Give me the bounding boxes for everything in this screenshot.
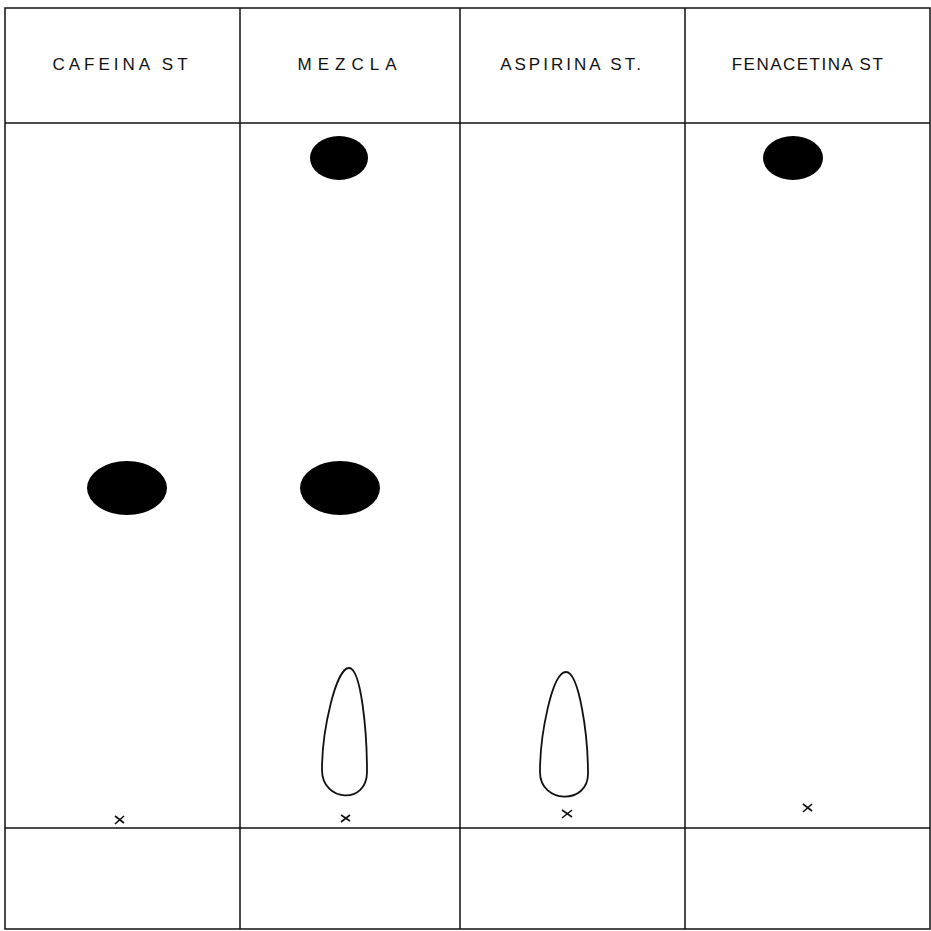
aspirin-streak	[322, 668, 367, 795]
column-header: FENACETINA ST	[732, 55, 885, 75]
spots	[87, 136, 823, 515]
column-header: ASPIRINA ST.	[500, 55, 644, 75]
origin-mark	[115, 816, 124, 824]
phenacetin-spot	[763, 136, 823, 180]
origin-mark	[803, 804, 812, 812]
caffeine-spot	[87, 461, 167, 515]
origin-mark	[341, 815, 350, 822]
column-header: MEZCLA	[298, 55, 403, 75]
column-header: CAFEINA ST	[52, 55, 191, 75]
origin-mark	[562, 810, 572, 818]
phenacetin-spot	[310, 136, 368, 180]
aspirin-streak	[540, 672, 588, 797]
plate-grid	[5, 8, 930, 929]
caffeine-spot	[300, 461, 380, 515]
origin-marks	[115, 804, 812, 824]
aspirin-streaks	[322, 668, 588, 797]
